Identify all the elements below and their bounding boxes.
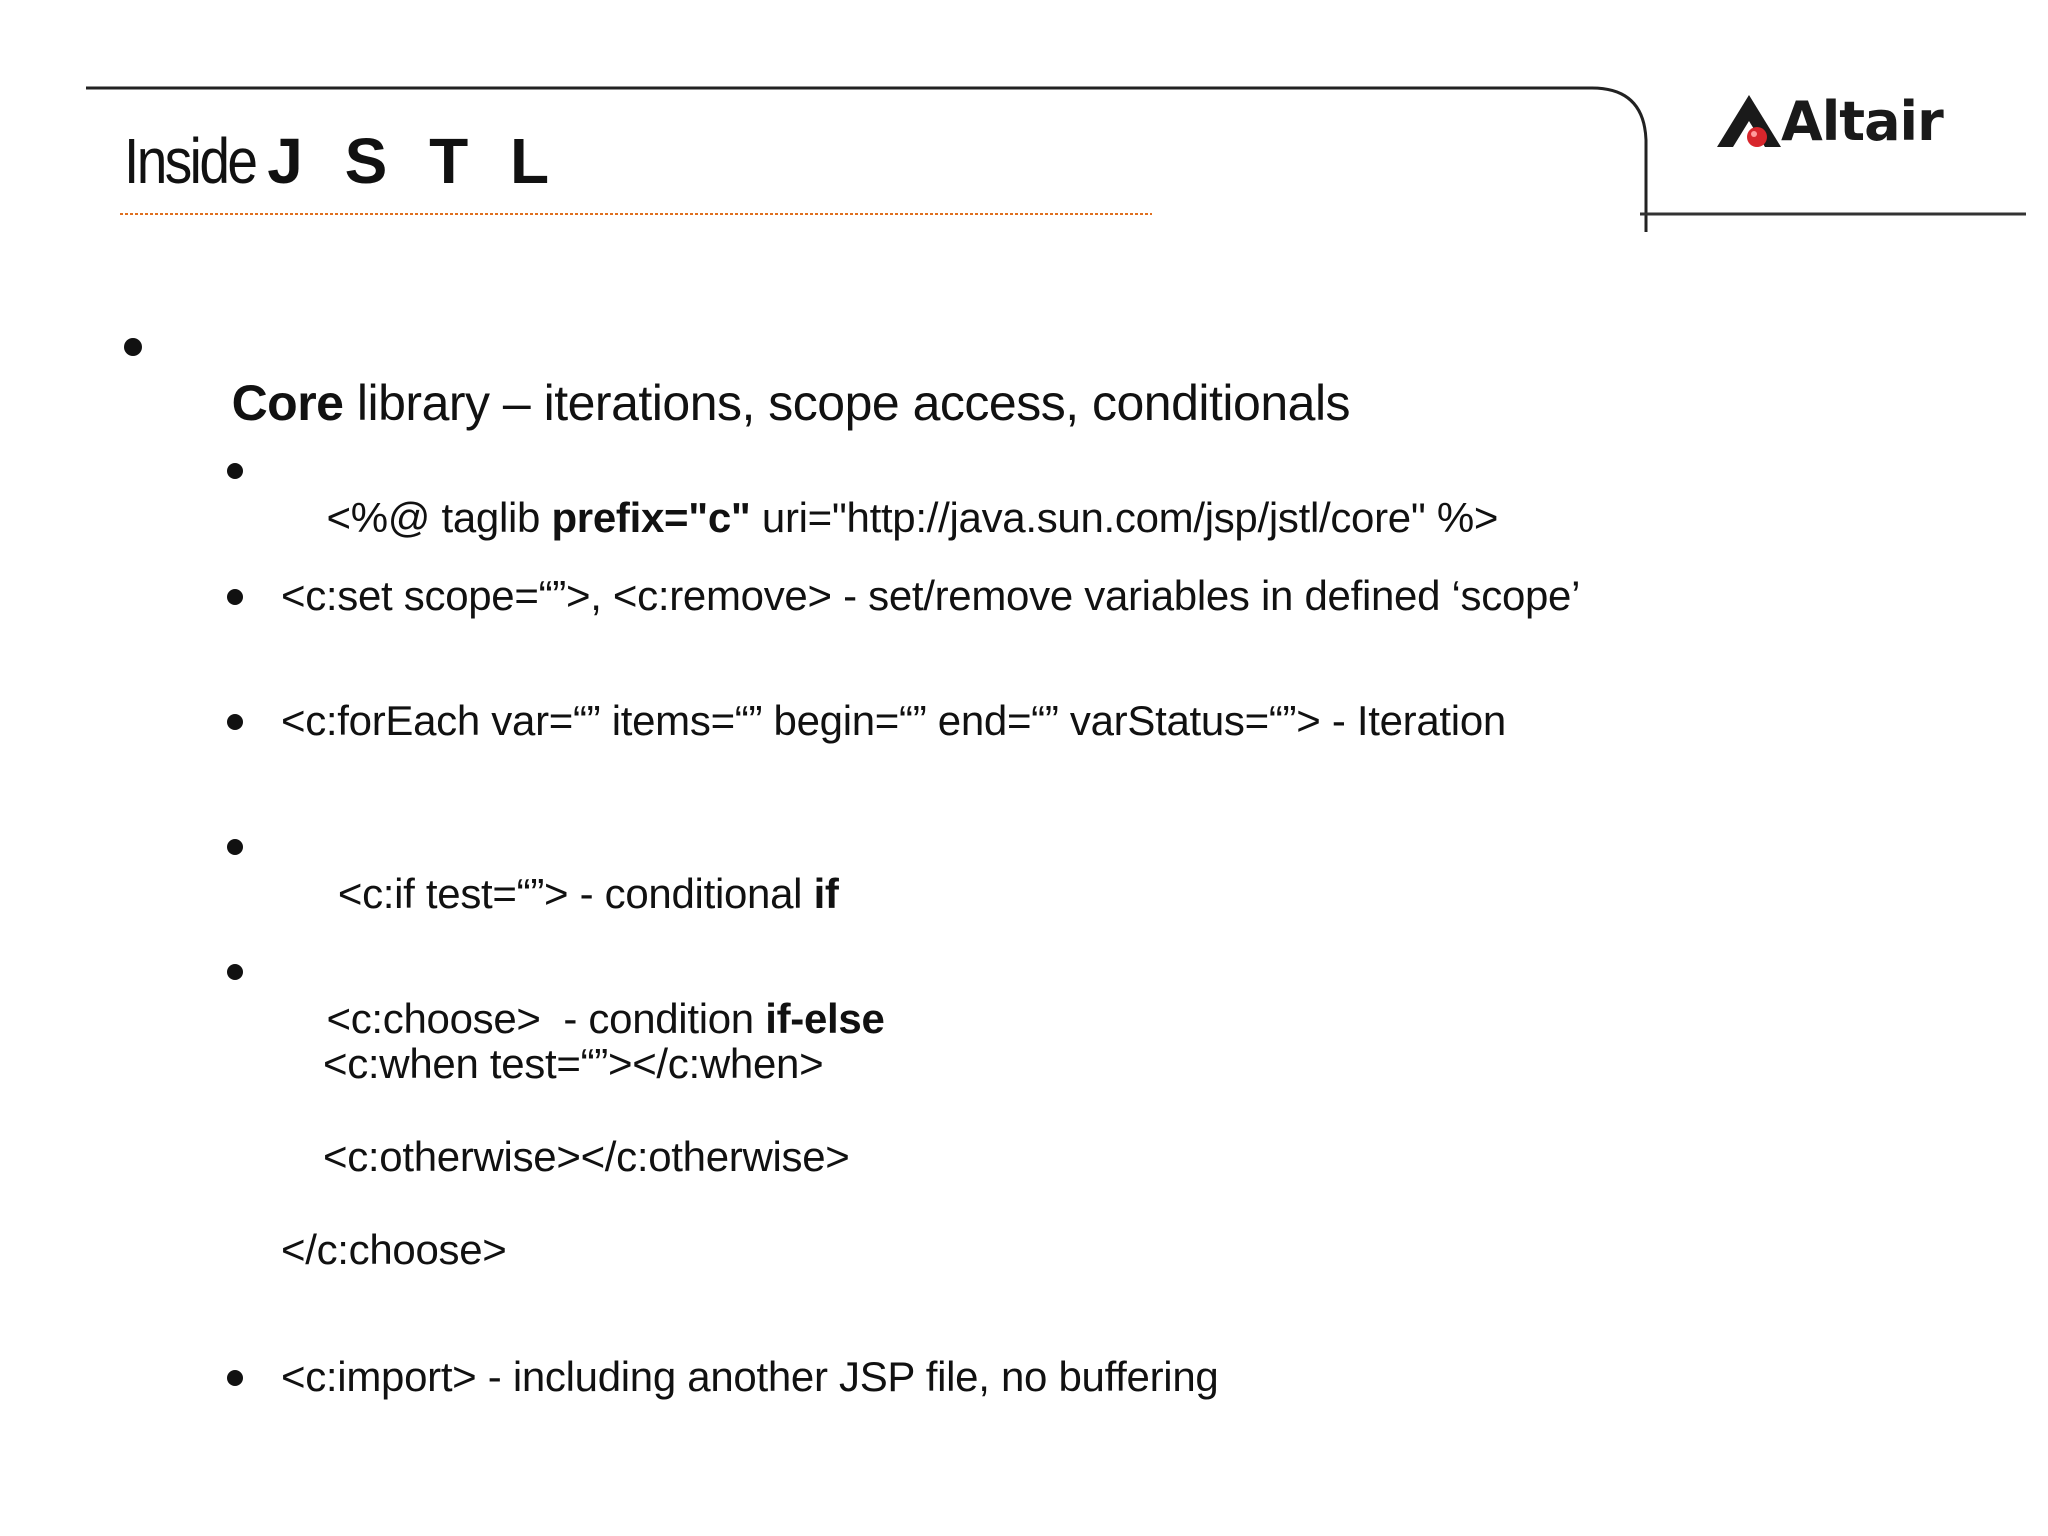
choose-pre: <c:choose> - condition [326,995,766,1042]
page-title: Inside J S T L [124,116,561,206]
taglib-post: uri="http://java.sun.com/jsp/jstl/core" … [750,494,1499,541]
bullet-dot [227,839,243,855]
altair-logo-text: Altair [1781,89,1944,153]
if-bold: if [813,870,839,917]
bullet-set-remove: <c:set scope=“”>, <c:remove> - set/remov… [281,572,1581,619]
header-frame-line [86,86,1648,232]
if-pre: <c:if test=“”> - conditional [326,870,814,917]
bullet-dot [227,589,243,605]
bullet-dot [227,714,243,730]
bullet-import: <c:import> - including another JSP file,… [281,1353,1219,1400]
bullet-if: <c:if test=“”> - conditional if [281,822,839,966]
core-bold: Core [231,375,344,431]
bullet-dot [227,964,243,980]
bullet-dot [227,1370,243,1386]
bullet-choose: <c:choose> - condition if-else [281,947,885,1091]
choose-when-line: <c:when test=“”></c:when> [323,1040,824,1087]
altair-logo: Altair [1713,86,1944,156]
bullet-core-library: Core library – iterations, scope access,… [178,316,1351,490]
taglib-bold: prefix="c" [551,494,751,541]
altair-logo-icon [1713,91,1785,151]
title-main: J S T L [267,125,562,197]
core-rest: library – iterations, scope access, cond… [343,375,1351,431]
bullet-dot [124,338,142,356]
title-prefix: Inside [124,125,258,197]
choose-otherwise-line: <c:otherwise></c:otherwise> [323,1133,850,1180]
bullet-foreach: <c:forEach var=“” items=“” begin=“” end=… [281,697,1506,744]
choose-close-line: </c:choose> [281,1226,507,1273]
bullet-dot [227,463,243,479]
bullet-taglib: <%@ taglib prefix="c" uri="http://java.s… [281,446,1498,590]
taglib-pre: <%@ taglib [326,494,552,541]
choose-bold: if-else [765,995,885,1042]
